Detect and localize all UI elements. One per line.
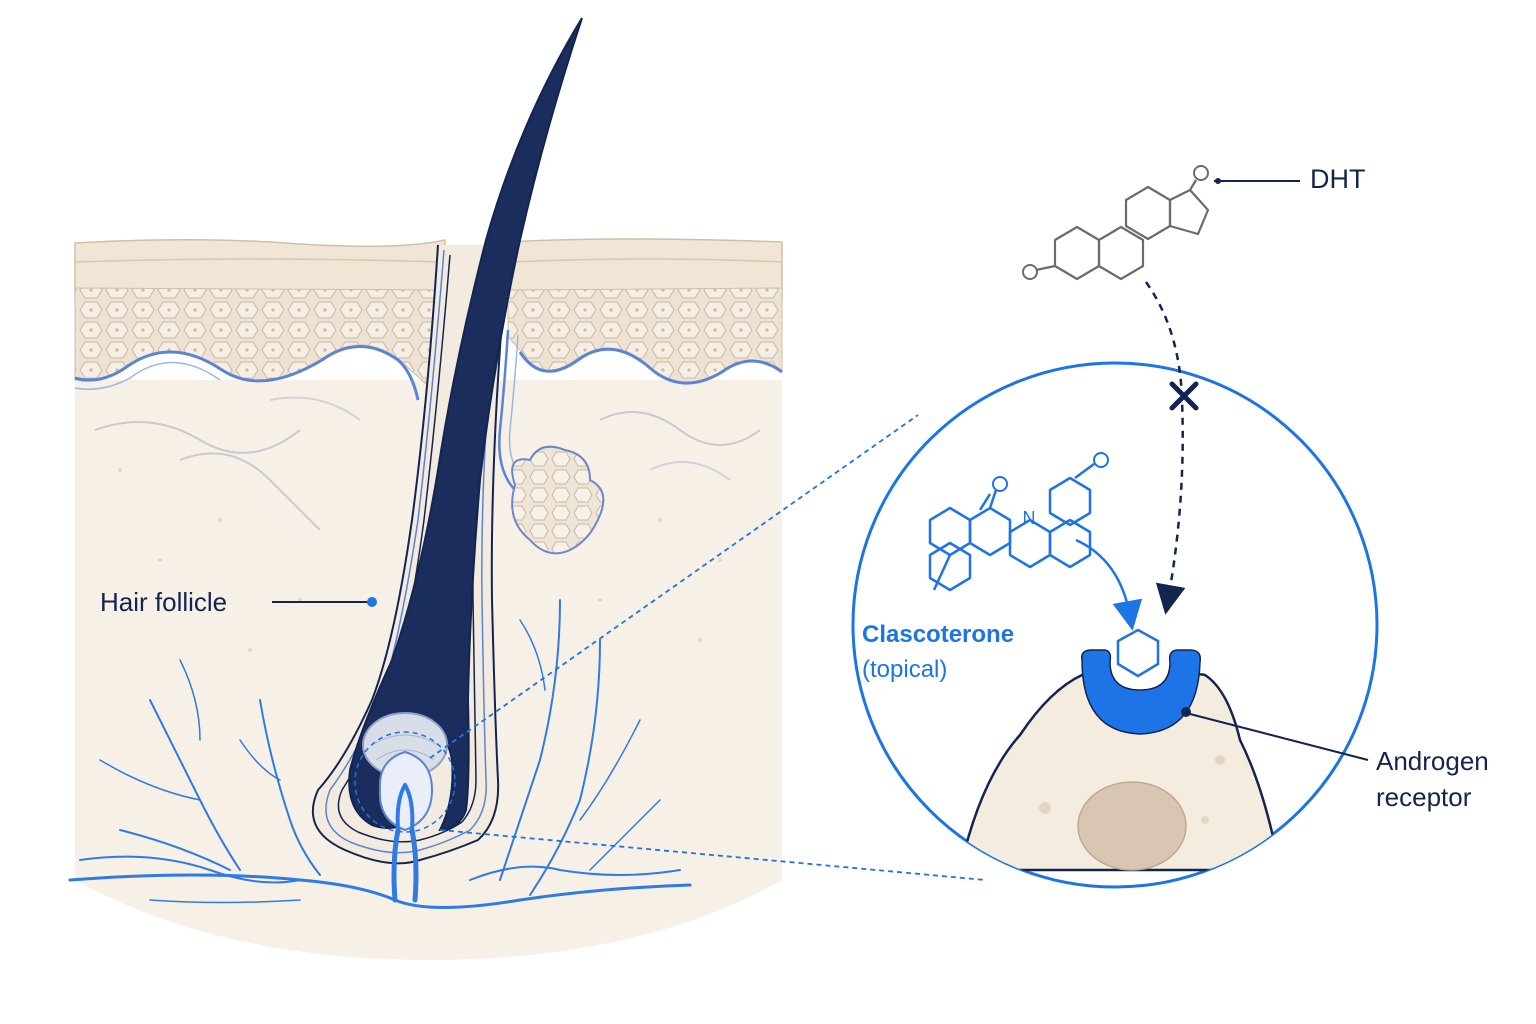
clascoterone-arrow	[1075, 538, 1143, 631]
nitrogen-atom: N	[1023, 508, 1036, 528]
zoom-line-top	[429, 414, 919, 759]
clascoterone-oxygen-top	[992, 476, 1008, 492]
clascoterone-molecule	[928, 462, 1095, 592]
clascoterone-label: Clascoterone	[862, 621, 1015, 648]
androgen-receptor-label-line2: receptor	[1376, 782, 1472, 812]
dht-molecule	[1035, 179, 1210, 281]
epidermis-cells-right	[507, 287, 783, 383]
cell-nucleus	[1077, 781, 1187, 871]
basement-membrane-right	[518, 347, 783, 385]
clascoterone-sub-label: (topical)	[862, 656, 948, 683]
receptor-leader-dot	[1181, 707, 1191, 717]
blood-vessels	[68, 599, 692, 909]
dht-leader-dot	[1215, 178, 1221, 184]
dht-label: DHT	[1310, 164, 1366, 194]
zoom-line-bottom	[439, 829, 986, 881]
receptor-leader	[1189, 713, 1369, 761]
clascoterone-oxygen-right	[1093, 452, 1109, 468]
zoom-source-ring	[354, 731, 456, 833]
dht-blocked-arrow	[1144, 281, 1186, 615]
hair-follicle-dot	[367, 597, 377, 607]
sebaceous-gland	[498, 329, 605, 555]
bound-ligand	[1116, 628, 1160, 678]
dht-oxygen-left	[1022, 264, 1038, 280]
epidermis-surface	[74, 238, 446, 301]
block-x-icon	[1169, 381, 1199, 411]
basement-membrane-left	[74, 345, 420, 401]
androgen-receptor-pocket	[1080, 649, 1202, 735]
hair-follicle-label: Hair follicle	[100, 587, 228, 617]
dht-oxygen-top	[1193, 165, 1209, 181]
androgen-receptor-label-line1: Androgen	[1376, 746, 1489, 776]
